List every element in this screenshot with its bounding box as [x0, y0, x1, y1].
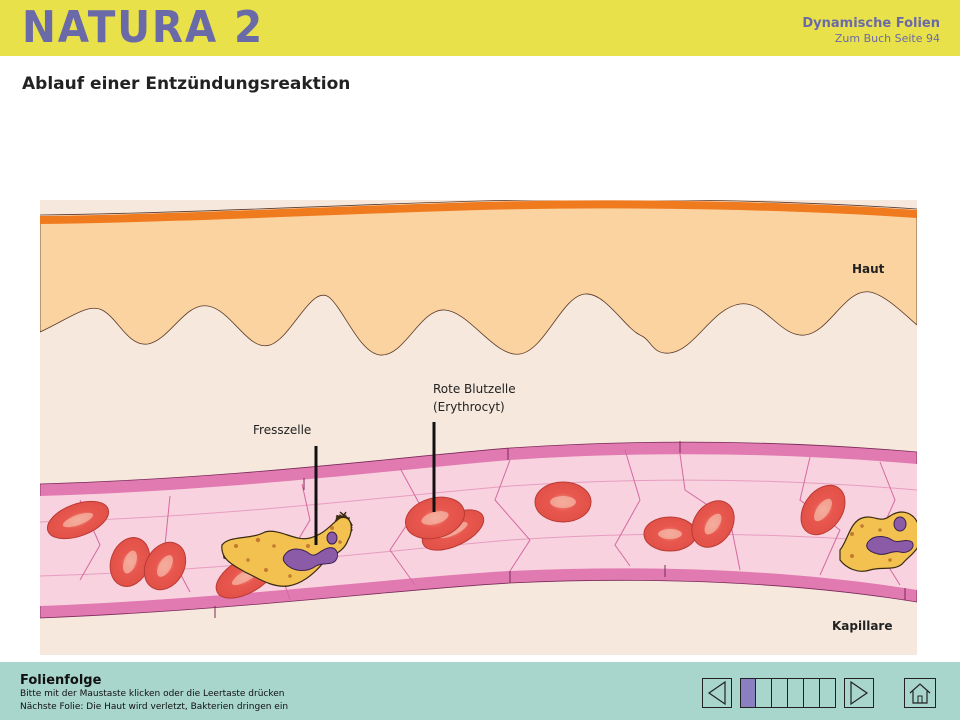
label-erythrocyte-term: (Erythrocyt) — [433, 400, 505, 414]
label-erythrocyte-name: Rote Blutzelle — [433, 382, 516, 396]
endothelial-cell-lines — [40, 449, 917, 601]
home-icon — [909, 683, 931, 704]
phagocyte-cells — [221, 511, 917, 587]
slide-indicator[interactable] — [740, 678, 836, 708]
next-icon — [850, 680, 869, 706]
slide-marker[interactable] — [804, 679, 820, 707]
slide-marker[interactable] — [772, 679, 788, 707]
footer-instruction: Bitte mit der Maustaste klicken oder die… — [20, 689, 285, 699]
slide-marker[interactable] — [788, 679, 804, 707]
footer-next-slide: Nächste Folie: Die Haut wird verletzt, B… — [20, 702, 289, 712]
current-slide-marker — [741, 679, 756, 707]
red-blood-cells — [46, 481, 846, 599]
label-kapillare: Kapillare — [832, 619, 893, 633]
previous-icon — [707, 680, 726, 706]
header-bar: NATURA 2 Dynamische Folien Zum Buch Seit… — [0, 0, 960, 56]
book-page-reference: Zum Buch Seite 94 — [834, 32, 940, 45]
series-title: Dynamische Folien — [802, 16, 940, 31]
slide-marker[interactable] — [820, 679, 835, 707]
footer-title: Folienfolge — [20, 673, 102, 688]
footer-bar: Folienfolge Bitte mit der Maustaste klic… — [0, 662, 960, 720]
natura-logo: NATURA 2 — [22, 2, 265, 53]
label-haut: Haut — [852, 262, 885, 276]
skin-surface — [40, 200, 917, 224]
phagocyte-1-nucleus — [282, 547, 339, 571]
header-info: Dynamische Folien Zum Buch Seite 94 — [802, 16, 940, 46]
label-fresszelle: Fresszelle — [253, 423, 312, 437]
previous-button[interactable] — [702, 678, 732, 708]
home-button[interactable] — [904, 678, 936, 708]
next-button[interactable] — [844, 678, 874, 708]
inflammation-diagram — [40, 200, 917, 655]
phagocyte-2-nucleus — [866, 536, 914, 555]
slide-marker[interactable] — [756, 679, 772, 707]
page-title: Ablauf einer Entzündungsreaktion — [22, 74, 351, 94]
